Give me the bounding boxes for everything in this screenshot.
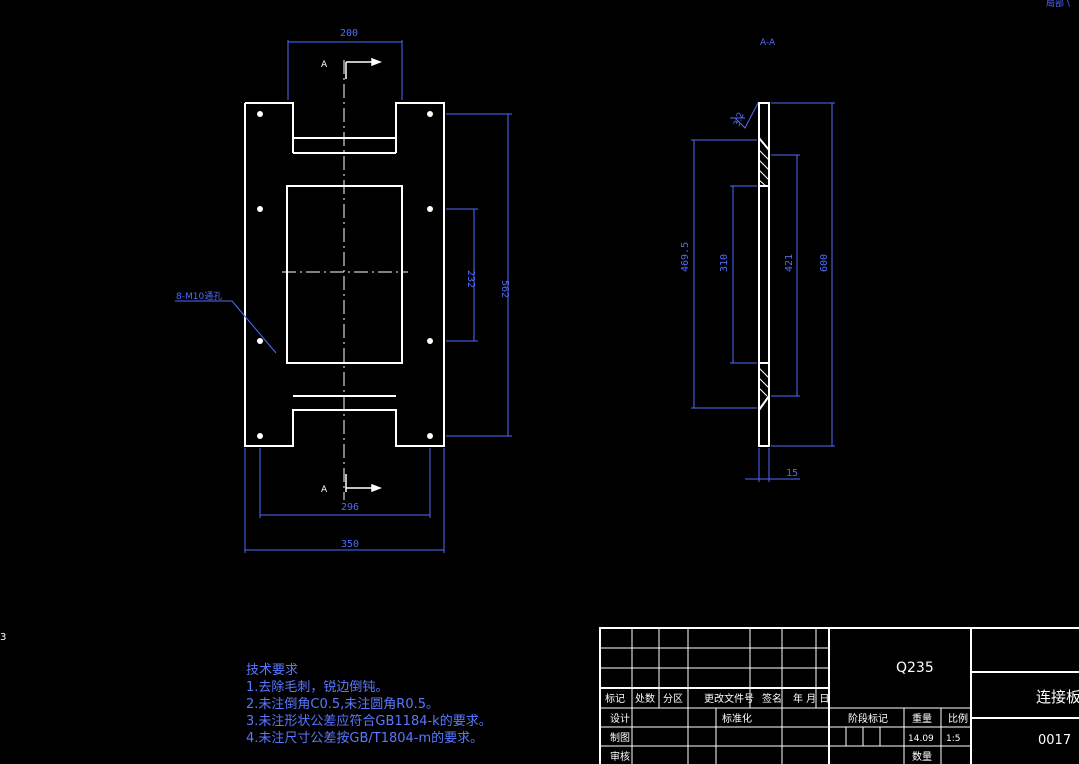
- part-name: 连接板: [1036, 688, 1079, 706]
- plate-outline: [244, 102, 445, 447]
- dim-15: 15: [786, 468, 798, 479]
- dim-232: 232: [465, 270, 476, 288]
- weight-label: 重量: [912, 712, 932, 725]
- dim-296: 296: [341, 502, 359, 513]
- row-design: 设计: [610, 712, 630, 725]
- hole: [257, 206, 263, 212]
- note-line: 1.去除毛刺，锐边倒钝。: [246, 680, 389, 695]
- section-mark-bottom: A: [321, 485, 328, 495]
- edge-mark: 3: [0, 632, 6, 643]
- note-line: 3.未注形状公差应符合GB1184-k的要求。: [246, 714, 492, 729]
- dim-600: 600: [819, 254, 830, 272]
- notes-title: 技术要求: [246, 663, 299, 678]
- header-cell: 分区: [663, 693, 683, 705]
- hole: [257, 111, 263, 117]
- side-view: [758, 102, 770, 447]
- hole: [427, 433, 433, 439]
- row-standard: 标准化: [722, 712, 752, 725]
- header-cell: 更改文件号: [704, 692, 754, 705]
- stage-mark: 阶段标记: [848, 712, 888, 725]
- hole: [427, 338, 433, 344]
- hole: [427, 111, 433, 117]
- hole: [257, 433, 263, 439]
- section-title: A-A: [760, 38, 776, 48]
- dim-421: 421: [784, 254, 795, 272]
- holes: [257, 111, 433, 439]
- hole: [427, 206, 433, 212]
- dim-469: 469.5: [680, 242, 691, 272]
- weight-value: 14.09: [908, 734, 934, 744]
- dim-200: 200: [340, 28, 358, 39]
- corner-text: 局部 \: [1046, 0, 1071, 9]
- title-block: [599, 627, 1079, 764]
- header-cell: 处数: [635, 692, 655, 705]
- dim-350: 350: [341, 539, 359, 550]
- dim-310: 310: [719, 254, 730, 272]
- scale-label: 比例: [948, 712, 968, 725]
- hole-callout: 8-M10通孔: [176, 291, 222, 302]
- section-mark-top: A: [321, 60, 328, 70]
- scale-value: 1:5: [946, 734, 960, 744]
- header-cell: 标记: [605, 693, 625, 705]
- material: Q235: [896, 660, 934, 676]
- section-markers: [345, 57, 383, 493]
- side-hatch: [758, 149, 770, 397]
- row-draw: 制图: [610, 731, 630, 744]
- header-cell: 年 月 日: [793, 692, 829, 705]
- center-lines: [282, 60, 408, 500]
- dim-562: 562: [499, 280, 510, 298]
- front-view: [244, 102, 445, 447]
- front-dimensions: [175, 40, 512, 553]
- drawing-number: 0017: [1038, 733, 1071, 748]
- side-dimensions: [691, 102, 835, 482]
- qty-label: 数量: [912, 750, 932, 763]
- technical-notes: 技术要求 1.去除毛刺，锐边倒钝。 2.未注倒角C0.5,未注圆角R0.5。 3…: [246, 662, 492, 747]
- roughness-value: 3.2: [732, 111, 746, 128]
- header-cell: 签名: [762, 692, 782, 705]
- row-review: 审核: [610, 750, 630, 763]
- note-line: 2.未注倒角C0.5,未注圆角R0.5。: [246, 697, 439, 712]
- note-line: 4.未注尺寸公差按GB/T1804-m的要求。: [246, 731, 484, 746]
- hole: [257, 338, 263, 344]
